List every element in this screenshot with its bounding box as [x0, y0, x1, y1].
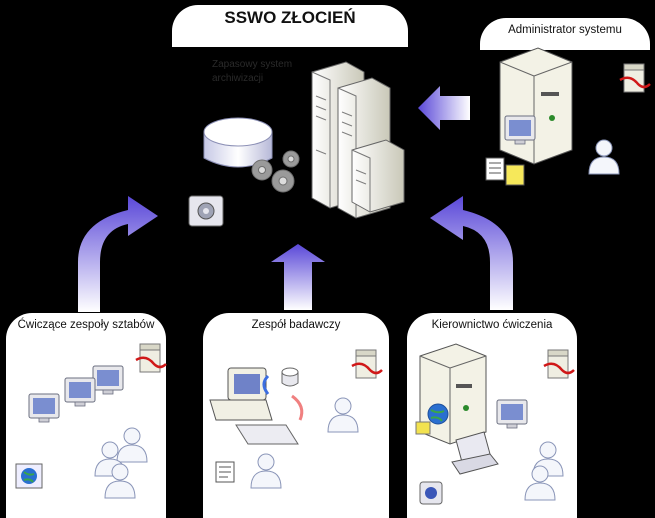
central-caption-line1: Zapasowy system — [212, 59, 293, 70]
tape-drive-icon — [188, 195, 224, 227]
directing-globe-icon — [415, 403, 449, 435]
arrow-staffs — [78, 196, 158, 312]
research-firewall-icon — [350, 348, 384, 380]
directing-users-icon — [524, 441, 564, 501]
staffs-firewall-icon — [134, 342, 168, 374]
admin-panel: Administrator systemu — [480, 18, 650, 50]
server-rack-icon — [311, 61, 405, 219]
staffs-users-icon — [94, 427, 148, 499]
staffs-globe-icon — [15, 463, 43, 489]
directing-label: Kierownictwo ćwiczenia — [431, 319, 553, 331]
diagram-title-text: SSWO ZŁOCIEŃ — [224, 8, 356, 27]
research-user-icon — [327, 397, 359, 433]
gears-icon — [251, 150, 300, 193]
staffs-label: Ćwiczące zespoły sztabów — [17, 319, 155, 331]
database-icon — [203, 117, 273, 168]
arrow-directing — [430, 196, 513, 310]
staffs-monitors-icon — [28, 365, 124, 423]
directing-monitor-icon — [496, 399, 528, 429]
arrow-research — [271, 244, 325, 310]
diagram-title: SSWO ZŁOCIEŃ — [172, 5, 408, 47]
central-caption-line2: archiwizacji — [212, 73, 264, 84]
research-sync-arrows — [262, 374, 304, 421]
arrow-admin — [418, 86, 470, 130]
admin-document-icon — [485, 157, 525, 186]
admin-user-icon — [588, 139, 620, 175]
research-document-icon — [215, 461, 235, 483]
directing-laptop-icon — [451, 431, 499, 475]
research-database-icon — [281, 367, 299, 387]
admin-monitor-icon — [504, 115, 536, 145]
admin-firewall-icon — [618, 62, 652, 94]
admin-label: Administrator systemu — [508, 24, 622, 36]
directing-tape-drive-icon — [419, 481, 443, 505]
admin-server-tower-icon — [499, 47, 573, 165]
research-computer-icon — [209, 367, 299, 445]
research-label: Zespół badawczy — [251, 319, 341, 331]
directing-firewall-icon — [542, 348, 576, 380]
research-small-user-icon — [250, 453, 282, 489]
central-caption: Zapasowy system archiwizacji — [212, 58, 292, 86]
